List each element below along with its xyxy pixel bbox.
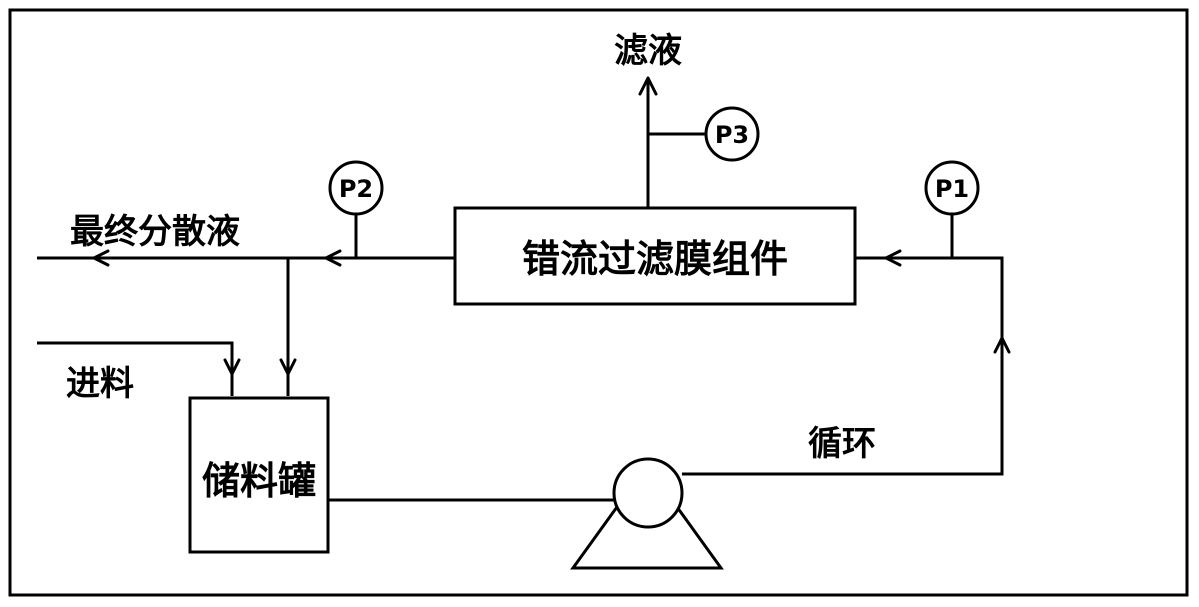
- feed-arrow: [223, 358, 241, 376]
- membrane-module-box: [453, 206, 857, 306]
- outlet-arrow-1: [324, 249, 342, 267]
- p2-gauge-icon: [328, 160, 384, 216]
- p3-gauge-icon: [704, 106, 760, 162]
- inlet-arrow: [884, 249, 902, 267]
- final-dispersion-arrow: [92, 249, 110, 267]
- p1-gauge-label: P1: [935, 175, 969, 203]
- circulation-line: [682, 256, 1004, 476]
- p1-gauge-icon: [924, 160, 980, 216]
- storage-tank-box: [188, 396, 330, 554]
- storage-tank-label: 储料罐: [202, 459, 316, 503]
- circulation-up-arrow: [993, 336, 1011, 354]
- diagram-frame: [8, 8, 1189, 597]
- membrane-module-label: 错流过滤膜组件: [522, 237, 788, 281]
- feed-label: 进料: [66, 364, 134, 404]
- pump-icon: [612, 457, 684, 529]
- final-dispersion-label: 最终分散液: [70, 212, 240, 252]
- circulation-label: 循环: [808, 424, 876, 464]
- feed-line: [37, 341, 234, 396]
- return-arrow: [279, 358, 297, 376]
- filtrate-arrow: [638, 76, 658, 96]
- filtrate-label: 滤液: [614, 31, 682, 71]
- p2-gauge-label: P2: [339, 175, 373, 203]
- p3-gauge-label: P3: [715, 121, 749, 149]
